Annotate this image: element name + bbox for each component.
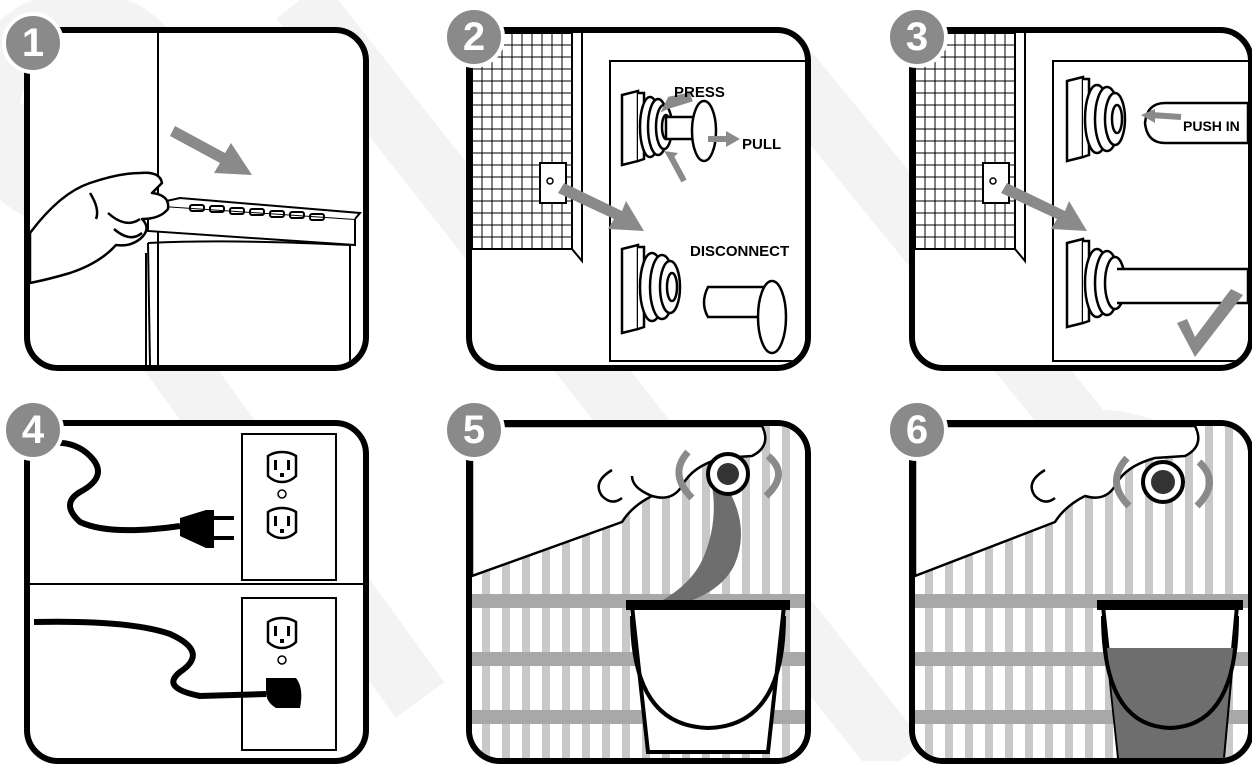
- water-level: [1107, 648, 1233, 758]
- step-4-panel: [24, 420, 369, 764]
- evaporator-grid: [472, 33, 582, 261]
- cap-icon: [708, 454, 748, 494]
- power-cord: [34, 443, 180, 531]
- step-3-panel: PUSH IN: [909, 27, 1252, 371]
- control-panel-icon: [148, 198, 360, 245]
- cap-icon: [1143, 462, 1183, 502]
- fridge-body: [148, 241, 350, 365]
- step-5-badge: 5: [443, 399, 505, 461]
- evaporator-grid: [915, 33, 1025, 261]
- power-plug-icon: [180, 510, 234, 548]
- step-5-panel: [466, 420, 811, 764]
- step-1-badge: 1: [2, 12, 64, 74]
- power-cord: [34, 622, 266, 696]
- wall-outlet-icon: [242, 434, 336, 580]
- disconnect-label: DISCONNECT: [690, 243, 789, 260]
- bucket-icon: [626, 600, 790, 752]
- step-4-badge: 4: [2, 399, 64, 461]
- step-6-badge: 6: [886, 399, 948, 461]
- arrow-icon: [170, 126, 252, 175]
- step-1-panel: [24, 27, 369, 371]
- push-arrow-icon: [1151, 115, 1181, 117]
- step-6-panel: [909, 420, 1252, 764]
- press-label: PRESS: [674, 84, 725, 101]
- bucket-icon: [1097, 600, 1243, 758]
- pull-label: PULL: [742, 136, 781, 153]
- step-3-badge: 3: [886, 6, 948, 68]
- push-in-label: PUSH IN: [1183, 118, 1240, 134]
- power-plug-icon: [266, 678, 301, 708]
- step-2-panel: PRESS PULL DISCONNECT: [466, 27, 811, 371]
- wall-outlet-icon: [242, 598, 336, 750]
- step-2-badge: 2: [443, 6, 505, 68]
